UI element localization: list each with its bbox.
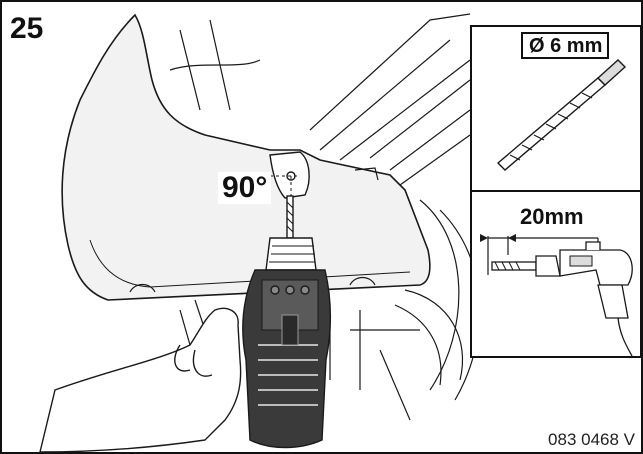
depth-drill-illustration: [491, 241, 633, 357]
detail-panel-drill-depth: [470, 190, 642, 358]
part-number: 083 0468 V: [548, 430, 635, 449]
hand-illustration: [39, 307, 242, 453]
drill-bit-illustration: [496, 59, 627, 171]
drill-depth-label: 20mm: [520, 204, 584, 229]
drill-angle-label: 90°: [218, 172, 272, 204]
drill-bit-size-label: Ø 6 mm: [521, 32, 610, 59]
vehicle-body-background: [169, 13, 481, 421]
step-number: 25: [10, 12, 44, 45]
cordless-drill: [242, 195, 332, 449]
